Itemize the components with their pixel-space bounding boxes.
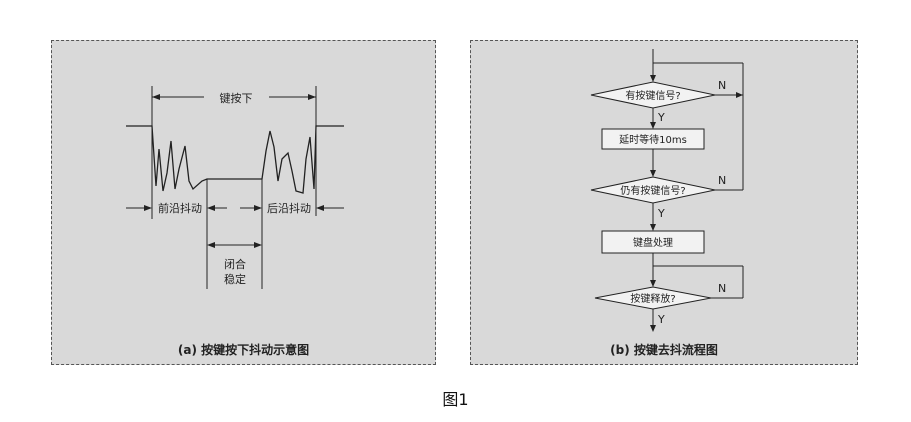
bounce-waveform (126, 125, 344, 194)
arrowhead (316, 205, 324, 211)
key-press-label: 键按下 (220, 91, 253, 105)
no-label-2: N (718, 174, 726, 187)
closed-label-line2: 稳定 (224, 272, 246, 286)
decision-has-signal-label: 有按键信号? (625, 89, 680, 102)
leading-bounce-label: 前沿抖动 (158, 201, 202, 215)
bounce-waveform-svg: 键按下 前沿抖动 后沿抖动 闭合 稳定 (126, 86, 344, 289)
arrowhead (254, 242, 262, 248)
no-label-3: N (718, 282, 726, 295)
arrowhead (650, 224, 656, 231)
bounce-diagram-panel: 键按下 前沿抖动 后沿抖动 闭合 稳定 (a) 按键按下抖动示意图 (51, 40, 436, 365)
yes-label-2: Y (657, 207, 665, 220)
arrowhead (308, 94, 316, 100)
figure-title: 图1 (442, 390, 469, 409)
yes-label-3: Y (657, 313, 665, 326)
arrowhead (207, 205, 215, 211)
no-label-1: N (718, 79, 726, 92)
process-box-label: 键盘处理 (633, 236, 673, 249)
arrowhead (207, 242, 215, 248)
decision-still-signal-label: 仍有按键信号? (620, 184, 685, 197)
panel-a-caption: (a) 按键按下抖动示意图 (177, 343, 310, 357)
arrowhead (650, 75, 656, 82)
trailing-bounce-label: 后沿抖动 (267, 201, 311, 215)
arrowhead (736, 92, 743, 98)
arrowhead (650, 170, 656, 177)
debounce-flowchart-panel: 有按键信号? N Y 延时等待10ms 仍有按键信号? N Y 键盘处理 按键释… (470, 40, 858, 365)
arrowhead (650, 122, 656, 129)
arrowhead (152, 94, 160, 100)
arrowhead (650, 280, 656, 287)
decision-released-label: 按键释放? (630, 292, 675, 305)
panel-b-caption: (b) 按键去抖流程图 (610, 343, 718, 357)
delay-box-label: 延时等待10ms (619, 133, 687, 146)
arrowhead (650, 325, 656, 332)
yes-label-1: Y (657, 111, 665, 124)
flowchart-svg: 有按键信号? N Y 延时等待10ms 仍有按键信号? N Y 键盘处理 按键释… (590, 49, 744, 332)
arrowhead (144, 205, 152, 211)
closed-label-line1: 闭合 (224, 257, 246, 271)
arrowhead (254, 205, 262, 211)
